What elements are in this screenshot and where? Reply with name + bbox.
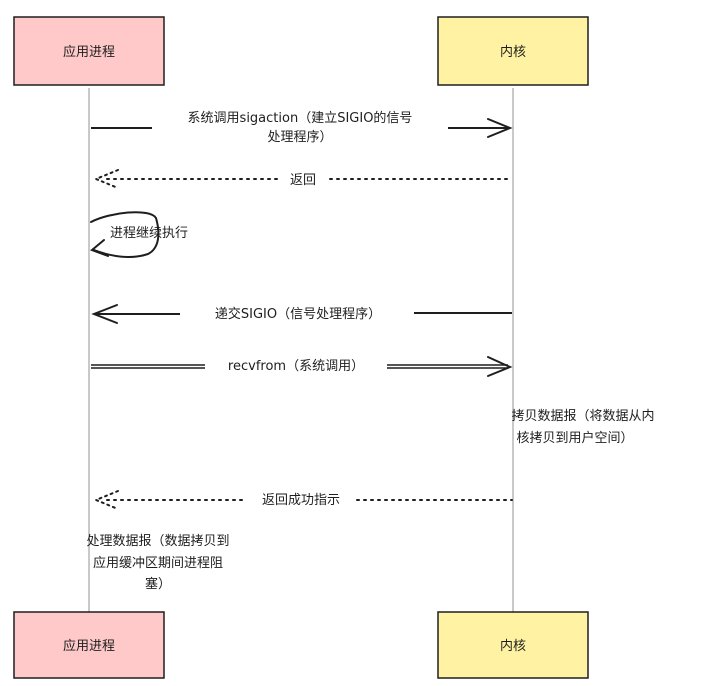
- return-success-label: 返回成功指示: [262, 493, 340, 508]
- app-label-top: 应用进程: [63, 44, 115, 60]
- sigaction-label-line2: 处理程序）: [267, 130, 332, 145]
- app-participant-bottom: 应用进程: [13, 611, 165, 679]
- deliver-sigio-message: 递交SIGIO（信号处理程序）: [91, 304, 512, 324]
- kernel-label-bottom: 内核: [500, 638, 526, 654]
- arrow-head-left: [93, 169, 119, 189]
- copy-note: 拷贝数据报（将数据从内 核拷贝到用户空间）: [511, 408, 654, 446]
- continue-self-message: 进程继续执行: [90, 211, 188, 258]
- sigaction-label-line1: 系统调用sigaction（建立SIGIO的信号: [188, 110, 413, 126]
- app-participant-top: 应用进程: [13, 16, 165, 86]
- kernel-participant-bottom: 内核: [437, 611, 589, 679]
- process-note-line2: 应用缓冲区期间进程阻: [93, 555, 223, 571]
- arrow-head-right: [487, 356, 513, 377]
- process-note-line1: 处理数据报（数据拷贝到: [86, 534, 229, 549]
- continue-label: 进程继续执行: [110, 226, 188, 241]
- copy-note-line2: 核拷贝到用户空间）: [516, 430, 633, 446]
- arrow-head-right: [487, 118, 513, 138]
- return-label: 返回: [290, 173, 316, 188]
- deliver-label: 递交SIGIO（信号处理程序）: [215, 306, 381, 322]
- return-success-message: 返回成功指示: [93, 490, 513, 510]
- process-note-line3: 塞）: [145, 576, 171, 592]
- kernel-label-top: 内核: [500, 44, 526, 60]
- sigaction-message: 系统调用sigaction（建立SIGIO的信号 处理程序）: [91, 110, 513, 145]
- arrow-head-left: [93, 490, 119, 510]
- arrow-head-left: [91, 304, 118, 324]
- return-message: 返回: [93, 169, 513, 189]
- kernel-participant-top: 内核: [437, 16, 589, 86]
- copy-note-line1: 拷贝数据报（将数据从内: [511, 408, 654, 424]
- app-label-bottom: 应用进程: [63, 638, 115, 654]
- recvfrom-message: recvfrom（系统调用）: [91, 356, 513, 377]
- arrow-head-left: [90, 239, 109, 257]
- process-note: 处理数据报（数据拷贝到 应用缓冲区期间进程阻 塞）: [86, 534, 229, 592]
- recvfrom-label: recvfrom（系统调用）: [228, 359, 364, 374]
